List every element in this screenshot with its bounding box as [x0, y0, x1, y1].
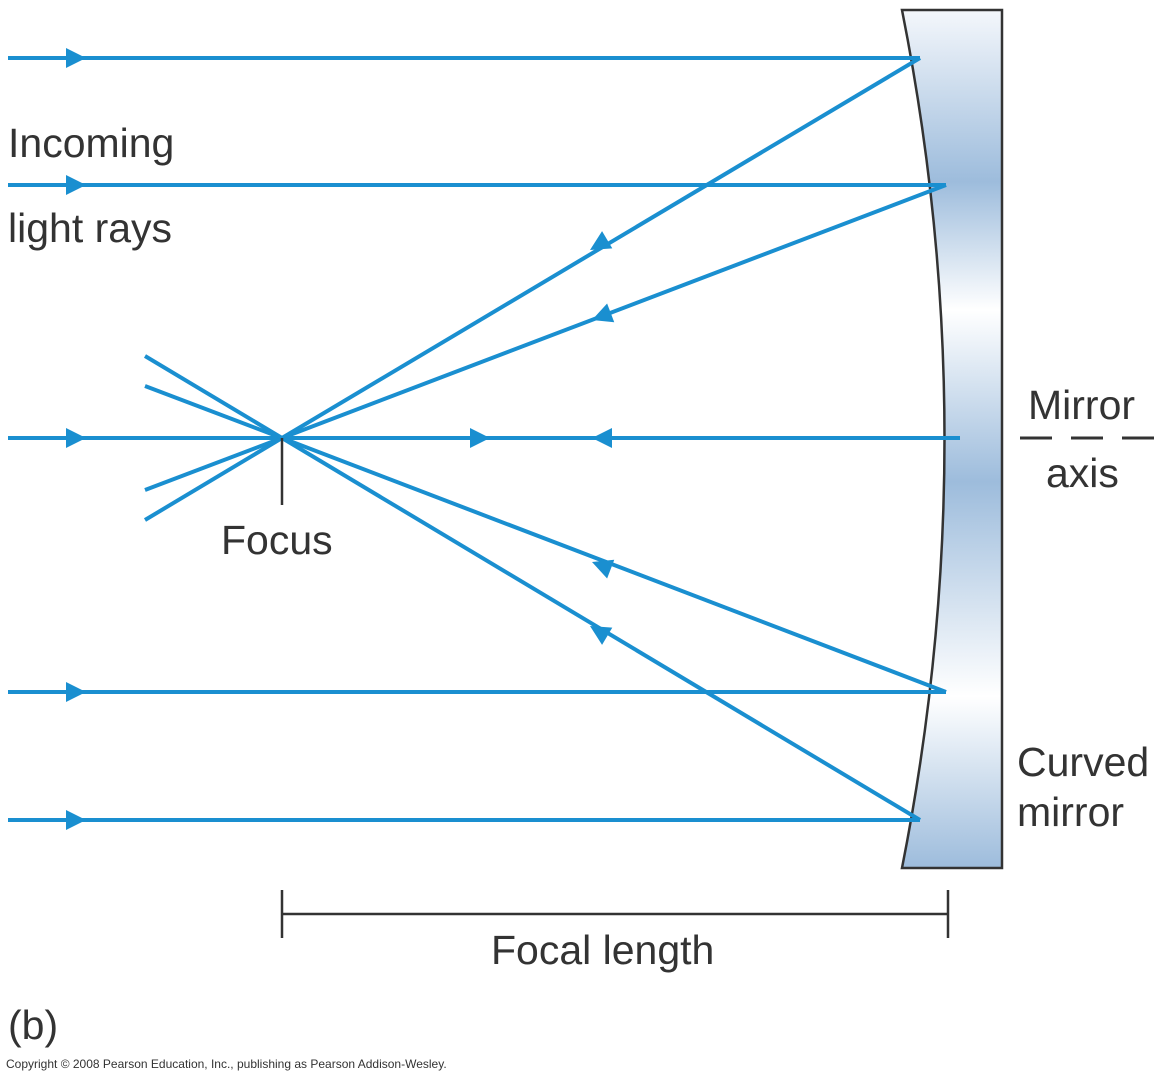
- focus-label: Focus: [221, 517, 333, 563]
- curved-mirror-label-line2: mirror: [1017, 789, 1125, 835]
- panel-label: (b): [8, 1002, 59, 1048]
- diverging-ray-2: [144, 436, 283, 492]
- arrow-right-icon: [66, 48, 86, 68]
- arrow-left-icon: [592, 428, 612, 448]
- copyright-text: Copyright © 2008 Pearson Education, Inc.…: [6, 1057, 447, 1071]
- arrow-right-icon: [66, 810, 86, 830]
- incoming-label-line1: Incoming: [8, 120, 175, 166]
- arrow-icon: [590, 626, 613, 645]
- mirror-axis-label-line1: Mirror: [1028, 382, 1136, 428]
- arrow-right-icon: [66, 175, 86, 195]
- arrow-right-icon: [66, 682, 86, 702]
- arrow-icon: [592, 303, 615, 323]
- diverging-ray-4: [144, 384, 283, 440]
- diverging-ray-1: [143, 436, 284, 522]
- mirror-axis-label-line2: axis: [1046, 450, 1119, 496]
- focal-length-label: Focal length: [491, 927, 715, 973]
- reflected-ray-2: [281, 183, 947, 440]
- arrow-icon: [590, 231, 613, 250]
- arrow-right-icon: [470, 428, 490, 448]
- curved-mirror-label-line1: Curved: [1017, 739, 1150, 785]
- arrow-right-icon: [66, 428, 86, 448]
- arrow-icon: [592, 559, 615, 579]
- reflected-ray-4: [281, 436, 947, 694]
- diverging-ray-5: [143, 354, 284, 440]
- incoming-label-line2: light rays: [8, 205, 173, 251]
